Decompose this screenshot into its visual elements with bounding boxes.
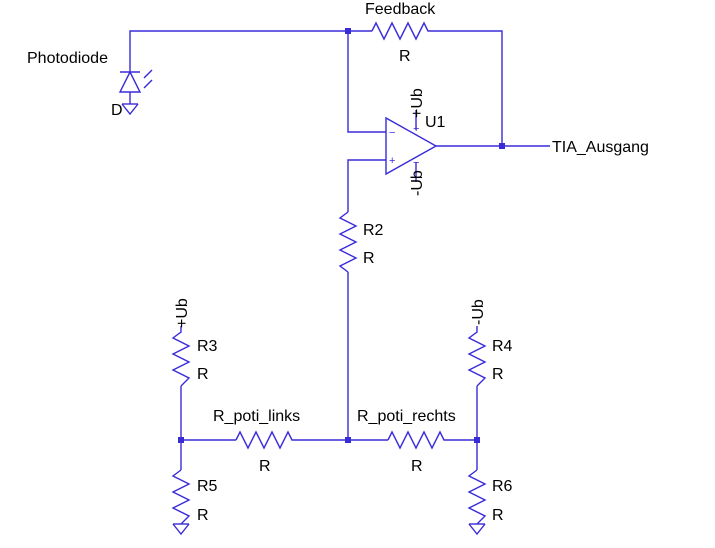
label-r2-value: R	[363, 250, 375, 267]
junction-feedback	[345, 28, 351, 34]
label-opamp-bot-minus: −	[413, 157, 419, 169]
resistor-poti-right	[387, 430, 448, 450]
label-r6-value: R	[492, 507, 504, 524]
wires	[129, 30, 550, 470]
label-r5-name: R5	[197, 478, 218, 495]
label-r4-name: R4	[492, 338, 513, 355]
label-poti-left-name: R_poti_links	[213, 408, 300, 425]
label-r5-value: R	[197, 507, 209, 524]
label-photodiode-name: Photodiode	[27, 50, 108, 67]
wire-feedback-right	[432, 30, 503, 146]
label-opamp-inv-sign: −	[389, 127, 395, 139]
label-r2-name: R2	[363, 222, 384, 239]
label-feedback-name: Feedback	[365, 1, 436, 18]
junction-center-bottom	[345, 437, 351, 443]
label-poti-right-value: R	[411, 458, 423, 475]
wire-noninverting-input	[347, 159, 386, 212]
label-poti-right-name: R_poti_rechts	[357, 408, 456, 425]
label-r6-name: R6	[492, 478, 513, 495]
label-r4-supply: -Ub	[470, 299, 487, 325]
label-photodiode-value: D	[111, 102, 123, 119]
label-opamp-top-plus: +	[413, 123, 419, 135]
junction-output	[499, 143, 505, 149]
label-r4-value: R	[492, 366, 504, 383]
opamp-u1	[385, 110, 438, 182]
label-r3-supply: +Ub	[174, 298, 191, 328]
resistor-poti-left	[235, 430, 296, 450]
label-r3-value: R	[197, 366, 209, 383]
resistor-r4	[467, 326, 487, 387]
label-opamp-name: U1	[425, 114, 446, 131]
label-r3-name: R3	[197, 338, 218, 355]
label-opamp-pos-supply: +Ub	[409, 88, 426, 118]
photodiode-symbol	[118, 69, 153, 116]
label-output-net: TIA_Ausgang	[552, 139, 649, 156]
resistor-r2	[338, 211, 358, 273]
resistor-r3	[171, 326, 191, 387]
wire-inverting-input	[347, 31, 386, 133]
label-feedback-value: R	[399, 48, 411, 65]
junction-left-bottom	[178, 437, 184, 443]
label-poti-left-value: R	[259, 458, 271, 475]
wire-photodiode-top	[129, 30, 348, 72]
feedback-resistor	[371, 21, 432, 41]
resistor-r6	[467, 469, 487, 536]
resistor-r5	[171, 469, 191, 536]
label-opamp-noninv-sign: +	[389, 155, 395, 167]
junction-right-bottom	[474, 437, 480, 443]
label-opamp-neg-supply: -Ub	[409, 170, 426, 196]
